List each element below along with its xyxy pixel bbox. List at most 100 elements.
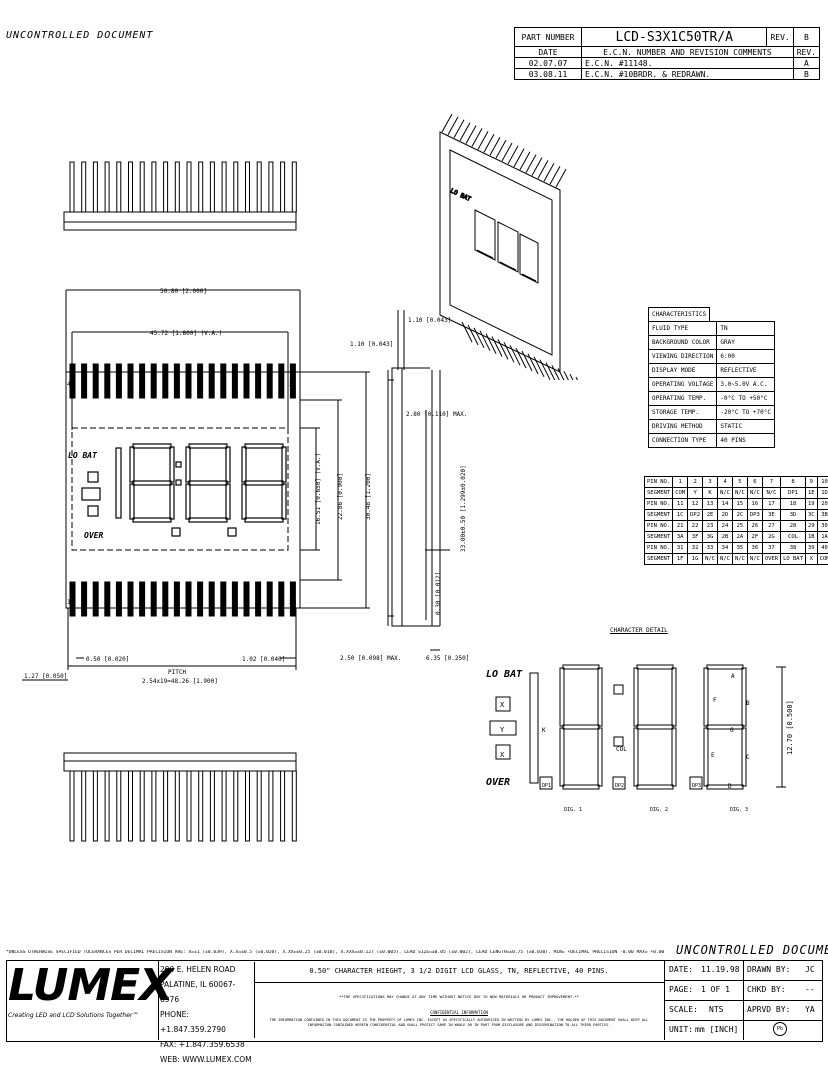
- digit-segment: [132, 517, 172, 523]
- detail-dig2: DIG. 2: [650, 807, 668, 813]
- pin-contact: [115, 581, 122, 617]
- detail-digit-segment: [636, 724, 674, 730]
- pin-lead: [221, 161, 227, 213]
- iso-pin: [537, 160, 549, 179]
- characteristic-value: -0°C TO +50°C: [716, 391, 775, 406]
- pin-lead: [245, 770, 250, 842]
- detail-digit-segment: [562, 784, 600, 790]
- detail-x2: X: [500, 751, 505, 759]
- address-line: FAX: +1.847.359.6538: [160, 1040, 245, 1049]
- pitch-label: PITCH: [168, 669, 186, 676]
- detail-digit-segment: [633, 667, 639, 727]
- iso-pin: [521, 350, 533, 372]
- dim-30: 30.48 [1.200]: [365, 473, 372, 520]
- detail-digit-segment: [703, 667, 709, 727]
- pin-table-cell: 24: [717, 520, 733, 532]
- pin-contact: [266, 581, 273, 617]
- pin-lead: [163, 770, 169, 842]
- pin-table-cell: 2C: [731, 509, 748, 521]
- digit-segment: [169, 483, 175, 520]
- iso-pin: [503, 342, 515, 363]
- detail-digit-segment: [597, 667, 603, 727]
- approval-block: DATE: 11.19.98 DRAWN BY: JC PAGE: 1 OF 1…: [664, 960, 822, 1040]
- iso-pin: [483, 134, 495, 153]
- pin-lead: [128, 161, 133, 213]
- pin-lead: [151, 770, 157, 842]
- pin-table-cell: 3C: [804, 509, 818, 521]
- digit-segment: [241, 446, 247, 483]
- part-number: LCD-S3X1C50TR/A: [580, 27, 768, 47]
- iso-pin: [513, 148, 525, 168]
- seg-a-label: A: [731, 673, 735, 680]
- characteristic-value: REFLECTIVE: [716, 363, 775, 378]
- chkd-value: --: [805, 985, 815, 994]
- digit-segment: [241, 483, 247, 520]
- iso-pin: [527, 353, 539, 375]
- rev-label: REV.: [766, 27, 794, 47]
- detail-x-box: [495, 696, 511, 712]
- pin-table-cell: DP1: [780, 487, 806, 499]
- digit-segment: [244, 443, 284, 449]
- pin-lead: [174, 161, 180, 213]
- iso-pin: [441, 113, 453, 133]
- iso-pin: [467, 324, 479, 346]
- pin-table-cell: 28: [780, 520, 806, 532]
- characteristic-label: OPERATING VOLTAGE: [647, 377, 718, 392]
- pin-contact: [81, 581, 88, 617]
- pin-lead: [280, 770, 286, 842]
- part-description: 0.50" CHARACTER HIEGHT, 3 1/2 DIGIT LCD …: [254, 960, 664, 983]
- chkd-label: CHKD BY:: [747, 985, 786, 994]
- pin-40-label: 40: [67, 381, 75, 388]
- date-value: 11.19.98: [701, 965, 740, 974]
- pin-contact: [139, 581, 146, 617]
- detail-digit-segment: [741, 667, 747, 727]
- pin-lead: [186, 161, 192, 213]
- colon-dot: [613, 736, 624, 747]
- pin-table-cell: 4: [717, 476, 733, 488]
- detail-digit-segment: [671, 727, 677, 787]
- uncontrolled-watermark-bottom: UNCONTROLLED DOCUMENT: [676, 943, 828, 957]
- pin-table-cell: 19: [804, 498, 818, 510]
- iso-pin: [569, 373, 574, 380]
- unit-value: mm [INCH]: [695, 1025, 739, 1034]
- pin-contact: [278, 363, 285, 399]
- front-lobat-label: LO BAT: [68, 451, 98, 460]
- pin-table-cell: 1G: [687, 553, 704, 565]
- history-row: 02.07.07 E.C.N. #11148. A: [514, 57, 821, 69]
- pin-lead: [139, 770, 145, 842]
- pitch-value: 2.54x19=48.26 [1.900]: [142, 678, 218, 685]
- pin-contact: [231, 581, 238, 617]
- seg-b-label: B: [746, 700, 750, 707]
- detail-digit-segment: [559, 667, 565, 727]
- pin-table-cell: LO BAT: [780, 553, 806, 565]
- pin-lead: [233, 770, 239, 842]
- detail-x1: X: [500, 701, 505, 709]
- characteristic-value: -20°C TO +70°C: [716, 405, 775, 420]
- iso-pin: [501, 142, 513, 162]
- digit-segment: [225, 483, 231, 520]
- iso-lobat-text: LO BAT: [449, 187, 472, 203]
- iso-pin: [465, 125, 477, 144]
- history-row: 03.08.11 E.C.N. #10BRDR. & REDRAWN. B: [514, 68, 821, 80]
- detail-digit-segment: [671, 667, 677, 727]
- address-line: WEB: WWW.LUMEX.COM: [160, 1055, 252, 1064]
- pin-table-cell: 1B: [804, 531, 818, 543]
- detail-digit-segment: [741, 727, 747, 787]
- digit-segment: [244, 517, 284, 523]
- pin-lead: [69, 161, 75, 213]
- pin-contact: [289, 581, 296, 617]
- characteristics-title: CHARACTERISTICS: [647, 307, 711, 322]
- side-profile-view: 1.10 [0.043] 1.10 [0.043] 2.80 [0.110] M…: [340, 310, 469, 662]
- detail-y-box: [489, 720, 517, 736]
- characteristic-value: STATIC: [716, 419, 775, 434]
- pin-table-cell: 2F: [746, 531, 763, 543]
- page-label: PAGE:: [669, 985, 694, 994]
- characteristic-value: TN: [716, 321, 775, 336]
- pin-table-cell: Y: [687, 487, 704, 499]
